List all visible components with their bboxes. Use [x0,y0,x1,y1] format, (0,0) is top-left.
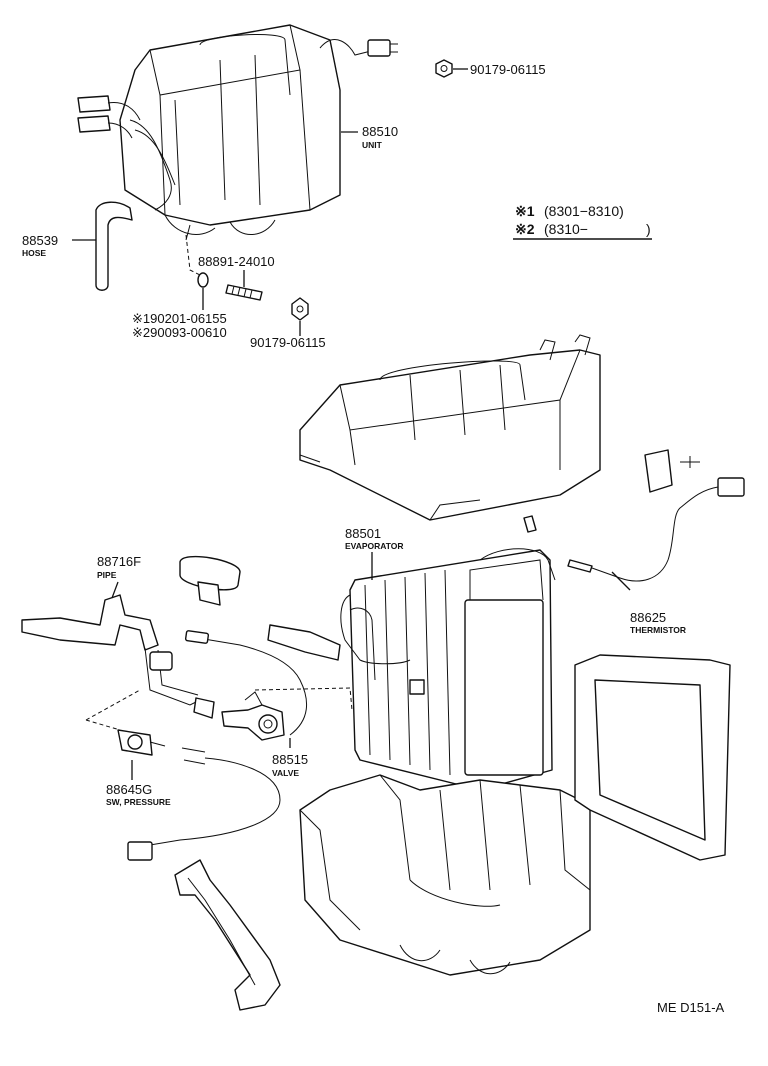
pressure-switch-name: SW, PRESSURE [106,797,171,807]
lower-case-part [299,774,591,976]
seal-frame-part [574,654,731,861]
hose-part [95,201,133,291]
cooling-unit-assembly [77,24,398,241]
evaporator-name: EVAPORATOR [345,541,404,551]
hose-name: HOSE [22,248,46,258]
clip-part [523,515,537,533]
valve-part [221,691,285,741]
evaporator-part [267,548,556,791]
legend-line1-mark: ※1 [515,203,535,219]
nut-mid-part [291,297,309,321]
legend-line2-range: (8310− [544,221,588,237]
duct-part [174,859,281,1011]
thermistor-part [567,449,745,582]
legend-line2-mark: ※2 [515,221,535,237]
oring-1-number: ※190201-06155 [132,311,227,326]
legend-line2-close: ) [646,221,651,237]
oring-part [197,272,209,288]
nut-top-number: 90179-06115 [470,62,546,77]
unit-number: 88510 [362,124,398,139]
stud-number: 88891-24010 [198,254,275,269]
evaporator-number: 88501 [345,526,381,541]
legend-line1-range: (8301−8310) [544,203,624,219]
pipe-name: PIPE [97,570,117,580]
insulator-clip-part [197,581,221,606]
stud-part [225,284,263,301]
nut-top-part [435,59,453,78]
hose-number: 88539 [22,233,58,248]
thermistor-number: 88625 [630,610,666,625]
drawing-code: ME D151-A [657,1000,725,1015]
oring-2-number: ※290093-00610 [132,325,227,340]
pipe-number: 88716F [97,554,141,569]
unit-name: UNIT [362,140,383,150]
upper-case-part [299,334,601,521]
pipe-part [21,594,215,719]
thermistor-name: THERMISTOR [630,625,686,635]
pressure-switch-part [85,689,281,861]
insulator-part [179,555,241,591]
valve-number: 88515 [272,752,308,767]
pressure-switch-number: 88645G [106,782,152,797]
nut-mid-number: 90179-06115 [250,335,326,350]
valve-name: VALVE [272,768,299,778]
